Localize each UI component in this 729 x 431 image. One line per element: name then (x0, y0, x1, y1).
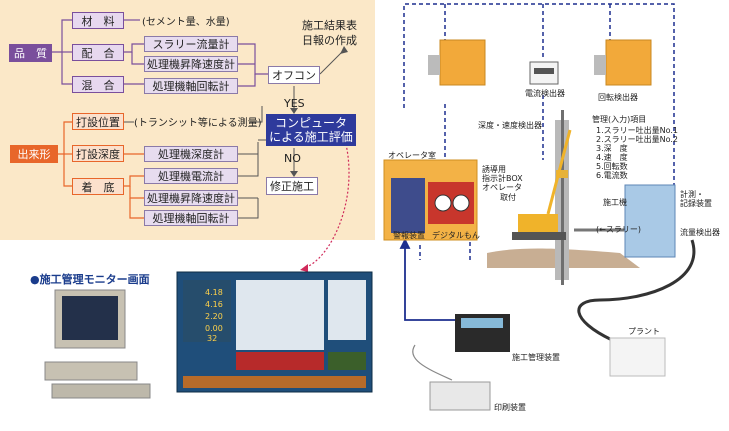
fix-construction-box: 修正施工 (266, 177, 318, 195)
yes-label: YES (284, 97, 305, 110)
computer-evaluation-box: コンピュータ による施工評価 (266, 114, 356, 146)
control-device-label: 施工管理装置 (512, 353, 560, 362)
lift-speed-meter-output: 処理機昇降速度計 (144, 190, 238, 206)
quality-item-blend: 混 合 (72, 76, 124, 93)
management-item-6: 6.電流数 (596, 171, 628, 180)
warning-device-label: 警報装置 (393, 231, 425, 240)
computer-line1: コンピュータ (274, 116, 347, 130)
management-item-1: 1.スラリー吐出量No.1 (596, 126, 679, 135)
measure-device-label: 計測・ 記録装置 (680, 190, 712, 208)
shaft-rotation-meter-output: 処理機軸回転計 (144, 210, 238, 226)
position-note: (トランシット等による測量) (134, 118, 262, 129)
attachment-label: 取付 (500, 193, 516, 202)
management-list: 1.スラリー吐出量No.1 2.スラリー吐出量No.2 3.深 度 4.速 度 … (596, 126, 678, 180)
readout-2: 4.16 (205, 300, 223, 309)
output-item-bottom: 着 底 (72, 178, 124, 195)
treatment-machine-label: 施工機 (603, 198, 627, 207)
current-meter: 処理機電流計 (144, 168, 238, 184)
readout-5: 32 (207, 334, 218, 343)
computer-line2: による施工評価 (269, 130, 353, 144)
rotation-detector-label: 回転検出器 (598, 93, 638, 102)
depth-meter: 処理機深度計 (144, 146, 238, 162)
printer-label: 印刷装置 (494, 403, 526, 412)
management-item-5: 5.回転数 (596, 162, 628, 171)
readout-3: 2.20 (205, 312, 223, 321)
quality-category: 品 質 (9, 44, 52, 62)
current-detector-label: 電流検出器 (525, 89, 565, 98)
management-item-4: 4.速 度 (596, 153, 628, 162)
shaft-rotation-meter-quality: 処理機軸回転計 (144, 78, 238, 94)
plant-label: プラント (628, 327, 660, 336)
office-computer-box: オフコン (268, 66, 320, 84)
output-item-depth: 打設深度 (72, 145, 124, 162)
material-note: (セメント量、水量) (142, 17, 230, 28)
management-title: 管理(入力)項目 (592, 115, 647, 124)
quality-item-material: 材 料 (72, 12, 124, 29)
quality-item-mix: 配 合 (72, 44, 124, 61)
result-report-label: 施工結果表 日報の作成 (302, 19, 357, 47)
flow-detector-label: 流量検出器 (680, 228, 720, 237)
depth-speed-detector-label: 深度・速度検出器 (478, 121, 542, 130)
slurry-label: (←スラリー) (596, 225, 641, 234)
monitor-title: ●施工管理モニター画面 (30, 273, 150, 286)
no-label: NO (284, 152, 301, 165)
operator-room-label: オペレータ室 (388, 151, 436, 160)
slurry-flowmeter: スラリー流量計 (144, 36, 238, 52)
readout-4: 0.00 (205, 324, 223, 333)
digital-display-label: デジタルもん (432, 231, 480, 240)
management-item-3: 3.深 度 (596, 144, 628, 153)
output-item-position: 打設位置 (72, 113, 124, 130)
lift-speed-meter-quality: 処理機昇降速度計 (144, 56, 238, 72)
output-category: 出来形 (10, 145, 58, 163)
management-item-2: 2.スラリー吐出量No.2 (596, 135, 679, 144)
guide-box-label: 誘導用 指示計BOX オペレータ (482, 165, 523, 192)
readout-1: 4.18 (205, 288, 223, 297)
